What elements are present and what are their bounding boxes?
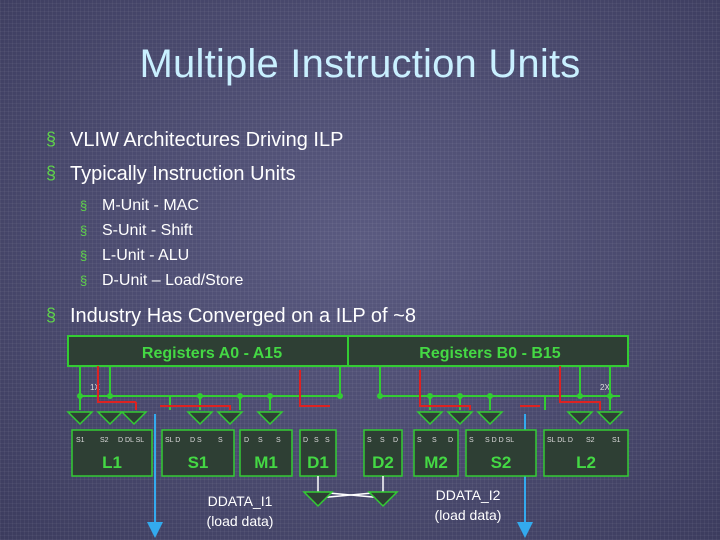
bullet-text: Typically Instruction Units: [70, 163, 296, 185]
unit-port-label: D DL SL: [118, 437, 144, 444]
register-a-label: Registers A0 - A15: [142, 345, 282, 362]
unit-port-label: S: [469, 437, 474, 444]
ddata1-desc: (load data): [207, 513, 274, 529]
unit-port-label: S: [258, 437, 263, 444]
ddata2-label: DDATA_I2: [436, 487, 501, 503]
bullet-marker-icon: §: [46, 305, 57, 325]
unit-name-label: L1: [102, 453, 122, 472]
unit-port-label: S: [417, 437, 422, 444]
unit-port-label: S D D SL: [485, 437, 514, 444]
unit-port-label: S: [380, 437, 385, 444]
bullet-text: Industry Has Converged on a ILP of ~8: [70, 305, 416, 327]
unit-names: L1 S1 M1 D1 D2 M2 S2 L2: [102, 453, 596, 472]
unit-port-label: S: [432, 437, 437, 444]
unit-name-label: S1: [188, 453, 209, 472]
unit-port-label: D S: [190, 437, 202, 444]
unit-name-label: M1: [254, 453, 278, 472]
functional-unit-boxes: [71, 429, 629, 477]
unit-port-label: S2: [586, 437, 595, 444]
unit-name-label: D2: [372, 453, 394, 472]
unit-port-label: S: [218, 437, 223, 444]
bullet-list: § VLIW Architectures Driving ILP § Typic…: [46, 128, 416, 338]
mux-triangles: [66, 411, 624, 426]
unit-port-label: D: [303, 437, 308, 444]
unit-name-label: L2: [576, 453, 596, 472]
unit-port-label: D: [244, 437, 249, 444]
unit-name-label: M2: [424, 453, 448, 472]
unit-port-label: S: [325, 437, 330, 444]
unit-port-label: S1: [612, 437, 621, 444]
unit-port-label: S: [276, 437, 281, 444]
red-crosspath-wires: [97, 366, 601, 410]
sub-bullet-text: S-Unit - Shift: [102, 222, 193, 239]
bullet-marker-icon: §: [80, 248, 88, 263]
unit-port-label: D: [393, 437, 398, 444]
unit-port-label: S: [367, 437, 372, 444]
bullet-marker-icon: §: [80, 273, 88, 288]
green-bus-wires: [79, 366, 620, 410]
bullet-marker-icon: §: [46, 163, 57, 183]
unit-port-label: S: [314, 437, 319, 444]
crosspath-a-label: 1X: [90, 383, 100, 392]
bullet-marker-icon: §: [46, 129, 57, 149]
bullet-marker-icon: §: [80, 198, 88, 213]
ddata2-desc: (load data): [435, 507, 502, 523]
slide-title: Multiple Instruction Units: [139, 42, 581, 86]
unit-port-label: SL DL D: [547, 437, 573, 444]
sub-bullet-text: L-Unit - ALU: [102, 247, 190, 264]
ddata1-label: DDATA_I1: [208, 493, 273, 509]
crosspath-b-label: 2X: [600, 383, 610, 392]
unit-port-label: S2: [100, 437, 109, 444]
bus-junction-dots: [77, 393, 613, 399]
unit-name-label: D1: [307, 453, 329, 472]
bullet-item: § Industry Has Converged on a ILP of ~8: [46, 304, 416, 338]
bullet-marker-icon: §: [80, 223, 88, 238]
unit-port-label: SL D: [165, 437, 180, 444]
bullet-text: VLIW Architectures Driving ILP: [70, 129, 344, 151]
vliw-datapath-diagram: Registers A0 - A15 Registers B0 - B15 1X…: [66, 335, 629, 538]
unit-name-label: S2: [491, 453, 512, 472]
unit-port-label: S1: [76, 437, 85, 444]
sub-bullet-text: D-Unit – Load/Store: [102, 272, 244, 289]
bullet-item: § VLIW Architectures Driving ILP: [46, 128, 343, 162]
unit-port-label: D: [448, 437, 453, 444]
bullet-item: § Typically Instruction Units: [46, 162, 296, 196]
load-data-muxes: [302, 491, 399, 508]
register-b-label: Registers B0 - B15: [419, 345, 560, 362]
port-labels: S1 S2 D DL SL SL D D S S D S S D S S S S…: [76, 437, 621, 444]
sub-bullet-text: M-Unit - MAC: [102, 197, 199, 214]
